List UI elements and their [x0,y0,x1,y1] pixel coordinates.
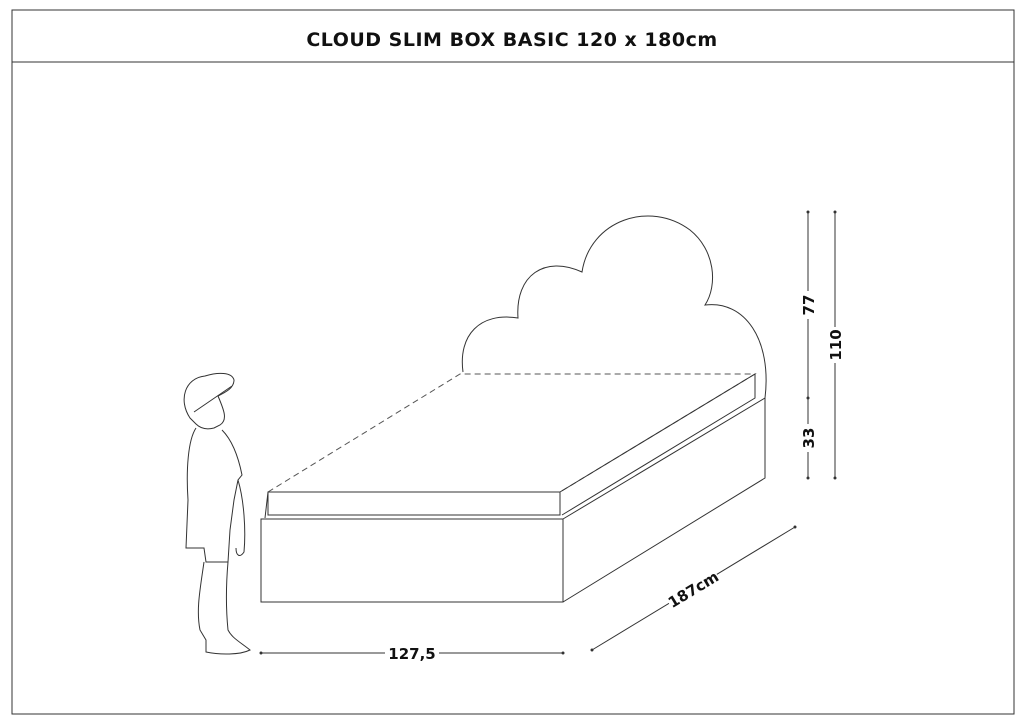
drawing-title: CLOUD SLIM BOX BASIC 120 x 180cm [306,29,717,51]
headboard-height-label: 77 [800,295,818,316]
base-height-label: 33 [800,428,818,449]
mattress-side [559,373,756,516]
width-label: 127,5 [388,645,435,663]
child-figure [183,372,251,655]
total-height-label: 110 [827,329,845,360]
cloud-headboard [461,215,767,399]
length-label: 187cm [665,568,722,612]
drawing-frame [11,9,1015,715]
bed-base-front [260,518,564,603]
mattress-front [267,491,561,516]
bed-base-side [562,397,766,603]
mattress-top [267,373,757,493]
